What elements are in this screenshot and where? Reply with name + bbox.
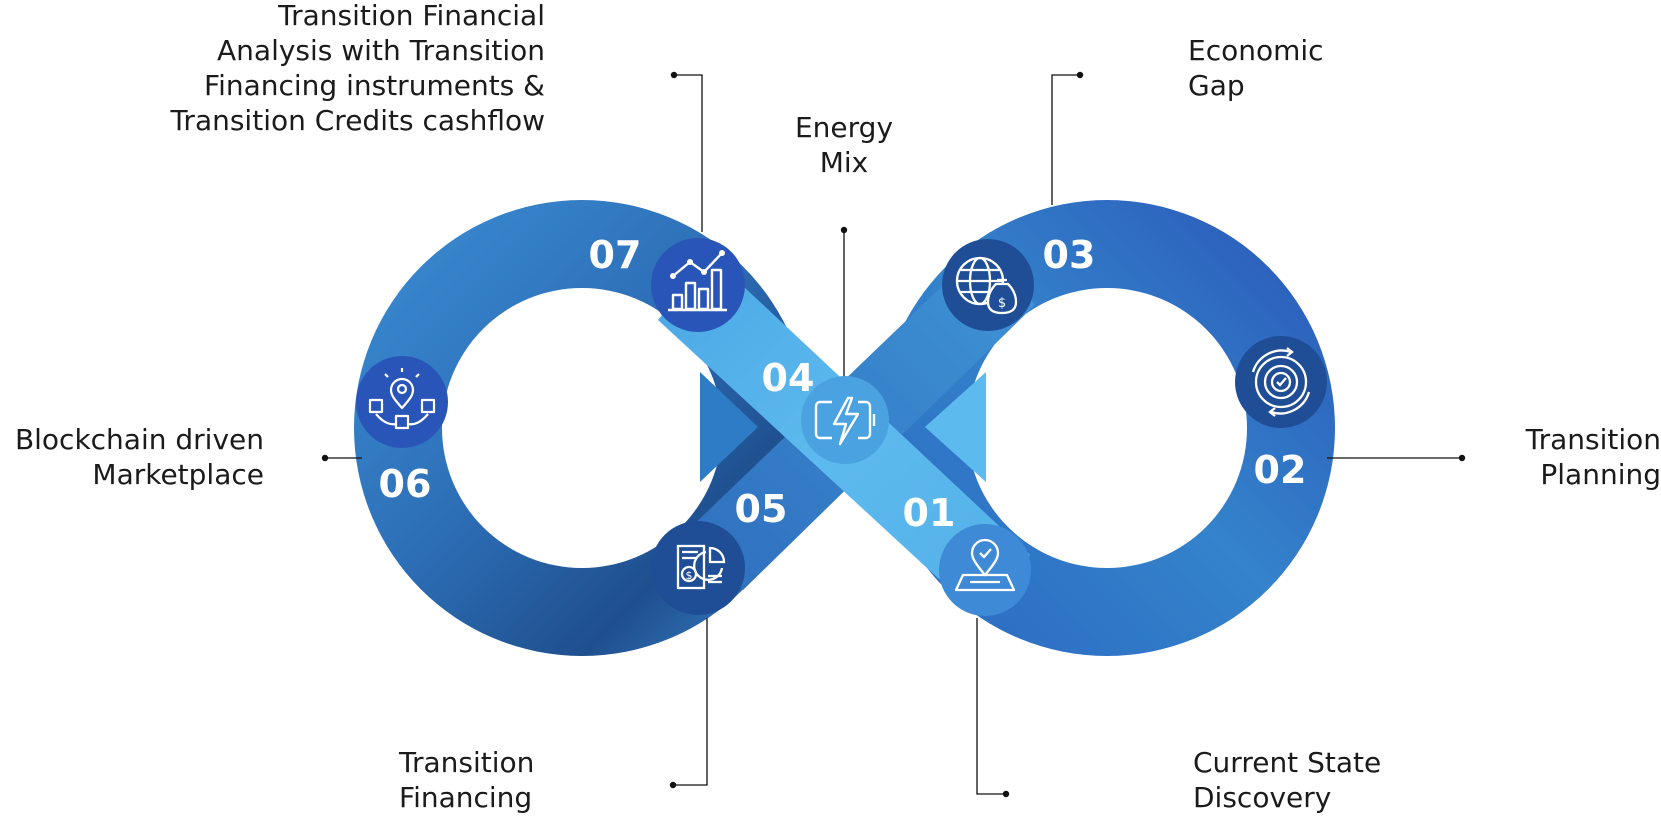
svg-text:$: $ [998, 296, 1006, 311]
growth-chart-icon [651, 238, 745, 332]
connector-05 [673, 618, 708, 786]
connector-07 [674, 74, 703, 232]
connector-01 [976, 618, 1006, 795]
connector-dot-01 [1002, 790, 1010, 798]
step-number-01: 01 [903, 491, 956, 535]
label-step-05: Transition Financing [399, 746, 535, 814]
step-number-02: 02 [1254, 448, 1307, 492]
connector-dot-02 [1458, 454, 1466, 462]
globe-money-bag-icon: $ [942, 239, 1034, 331]
connector-dot-05 [669, 781, 677, 789]
step-number-03: 03 [1043, 233, 1096, 277]
gear-cycle-icon [1235, 336, 1327, 428]
step-number-04: 04 [762, 356, 815, 400]
label-step-01: Current State Discovery [1193, 746, 1382, 814]
connector-dot-06 [321, 454, 329, 462]
svg-text:$: $ [686, 569, 693, 582]
location-pin-check-icon [939, 524, 1031, 616]
connectors [325, 74, 1462, 795]
connector-dot-07 [670, 71, 678, 79]
label-step-07: Transition Financial Analysis with Trans… [170, 0, 545, 137]
step-number-05: 05 [735, 487, 788, 531]
right-arrow-shape [925, 372, 986, 482]
marketplace-network-icon [356, 356, 448, 448]
label-step-02: Transition Planning [1525, 423, 1661, 491]
step-number-06: 06 [379, 462, 432, 506]
left-arrow-shape [700, 372, 758, 482]
step-numbers: 07 03 04 06 02 05 01 [379, 233, 1307, 535]
connector-dot-03 [1076, 71, 1084, 79]
battery-bolt-icon [801, 376, 889, 464]
connector-dots [321, 71, 1466, 798]
connector-03 [1051, 74, 1080, 205]
financial-report-icon: $ [651, 521, 745, 615]
label-step-03: Economic Gap [1188, 34, 1324, 102]
step-number-07: 07 [589, 233, 642, 277]
label-step-06: Blockchain driven Marketplace [14, 423, 264, 491]
connector-dot-04 [840, 226, 848, 234]
label-step-04: Energy Mix [794, 111, 894, 179]
